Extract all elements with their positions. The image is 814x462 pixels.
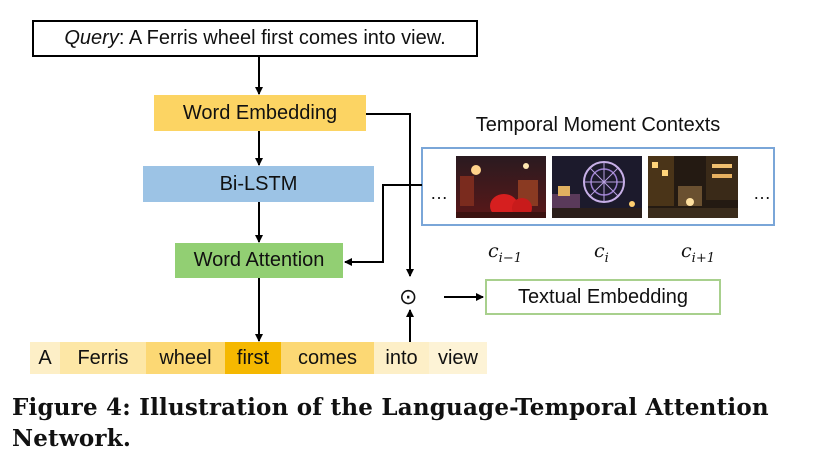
video-frame-prev bbox=[456, 156, 546, 218]
token: first bbox=[225, 342, 281, 374]
word-attention-block: Word Attention bbox=[175, 243, 343, 278]
caption-line-2: Network. bbox=[12, 425, 132, 452]
token-row: A Ferris wheel first comes into view bbox=[30, 342, 487, 374]
textual-embedding-block: Textual Embedding bbox=[485, 279, 721, 315]
context-label-current: ci bbox=[594, 240, 609, 266]
token: view bbox=[429, 342, 487, 374]
query-text: : A Ferris wheel first comes into view. bbox=[118, 27, 446, 49]
contexts-ellipsis-right: … bbox=[753, 183, 771, 203]
token: comes bbox=[281, 342, 374, 374]
token: wheel bbox=[146, 342, 225, 374]
arrow-contexts-to-attention bbox=[344, 184, 422, 266]
query-box: Query: A Ferris wheel first comes into v… bbox=[32, 20, 478, 57]
caption-line-1: Figure 4: Illustration of the Language-T… bbox=[12, 394, 769, 421]
arrow-embedding-to-product bbox=[366, 113, 414, 277]
context-label-next: ci+1 bbox=[681, 240, 715, 266]
video-frame-current bbox=[552, 156, 642, 218]
contexts-ellipsis-left: … bbox=[430, 183, 448, 203]
token: A bbox=[30, 342, 60, 374]
contexts-box bbox=[421, 147, 775, 226]
word-embedding-block: Word Embedding bbox=[154, 95, 366, 131]
elementwise-product-operator: ⊙ bbox=[399, 284, 418, 309]
figure-caption: Figure 4: Illustration of the Language-T… bbox=[12, 392, 812, 454]
query-prefix: Query bbox=[64, 27, 119, 49]
token: into bbox=[374, 342, 429, 374]
token: Ferris bbox=[60, 342, 146, 374]
context-label-prev: ci−1 bbox=[488, 240, 522, 266]
contexts-title: Temporal Moment Contexts bbox=[475, 114, 721, 136]
video-frame-next bbox=[648, 156, 738, 218]
bilstm-block: Bi-LSTM bbox=[143, 166, 374, 202]
